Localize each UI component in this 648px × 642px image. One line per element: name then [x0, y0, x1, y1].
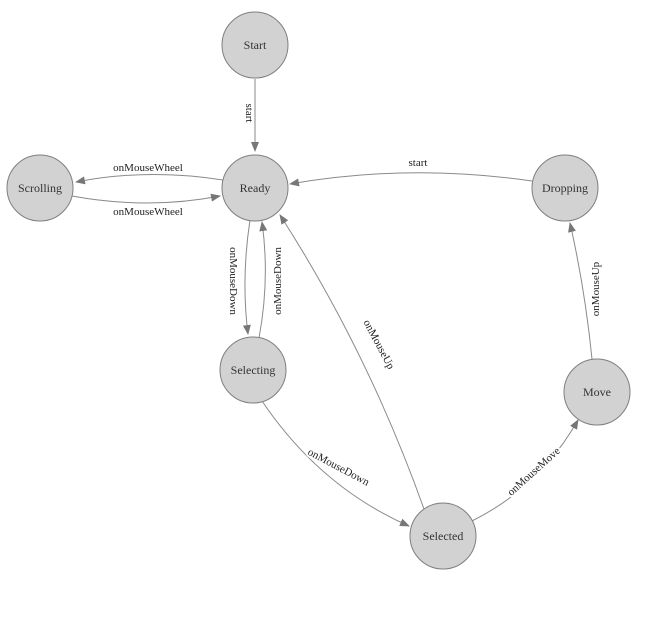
state-circle-dropping[interactable]	[531, 154, 599, 222]
transition-label-start-to-ready: start	[243, 104, 255, 123]
transition-label-selected-to-ready: onMouseUp	[361, 318, 397, 372]
state-node-scrolling[interactable]: Scrolling	[6, 154, 74, 222]
transition-label-scrolling-to-ready: onMouseWheel	[113, 206, 183, 218]
transition-label-dropping-to-ready: start	[409, 157, 428, 169]
state-node-ready[interactable]: Ready	[221, 154, 289, 222]
transition-edge-selecting-to-ready	[258, 221, 268, 339]
state-circle-selecting[interactable]	[219, 336, 287, 404]
state-node-start[interactable]: Start	[221, 11, 289, 79]
transition-edge-scrolling-to-ready	[71, 193, 221, 204]
transition-edge-selected-to-ready	[279, 214, 425, 510]
transition-edge-move-to-dropping	[568, 222, 593, 360]
state-circle-ready[interactable]	[221, 154, 289, 222]
transition-label-ready-to-selecting: onMouseDown	[227, 247, 239, 315]
transition-edge-ready-to-scrolling	[75, 173, 224, 185]
transition-label-ready-to-scrolling: onMouseWheel	[113, 162, 183, 174]
state-node-selected[interactable]: Selected	[409, 502, 477, 570]
state-circle-move[interactable]	[563, 358, 631, 426]
state-node-dropping[interactable]: Dropping	[531, 154, 599, 222]
state-circle-scrolling[interactable]	[6, 154, 74, 222]
transition-label-selecting-to-ready: onMouseDown	[272, 247, 284, 315]
state-node-move[interactable]: Move	[563, 358, 631, 426]
transition-edge-selected-to-move	[471, 419, 579, 522]
transition-edge-dropping-to-ready	[289, 172, 533, 187]
transition-label-selecting-to-selected: onMouseDown	[306, 446, 372, 489]
state-circle-selected[interactable]	[409, 502, 477, 570]
transition-edge-selecting-to-selected	[261, 400, 410, 527]
transition-edge-ready-to-selecting	[242, 219, 251, 335]
transition-label-move-to-dropping: onMouseUp	[590, 261, 602, 316]
state-node-selecting[interactable]: Selecting	[219, 336, 287, 404]
transition-label-selected-to-move: onMouseMove	[505, 445, 563, 499]
state-circle-start[interactable]	[221, 11, 289, 79]
